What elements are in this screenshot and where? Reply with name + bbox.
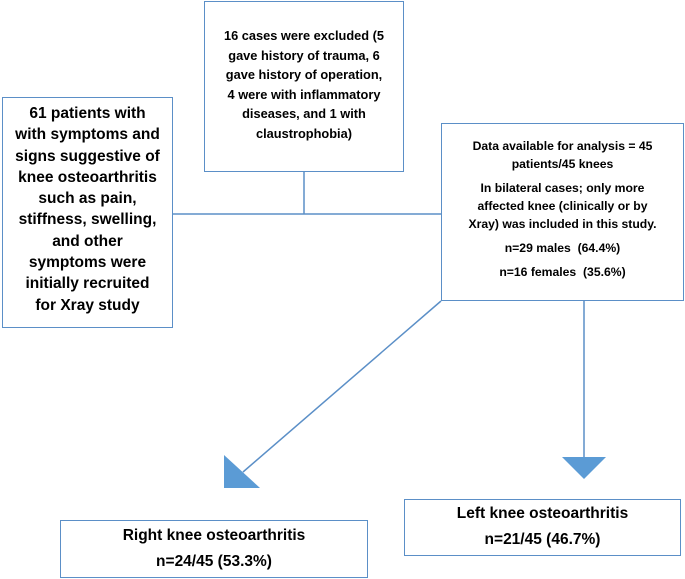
analysis-bilateral-line: In bilateral cases; only more <box>480 181 645 195</box>
recruited-line: 61 patients with <box>29 105 146 122</box>
excluded-line: gave history of trauma, 6 <box>228 47 380 63</box>
recruited-line: signs suggestive of <box>15 147 160 165</box>
left-knee-count: n=21/45 (46.7%) <box>484 531 601 548</box>
recruited-line: such as pain, <box>38 190 137 208</box>
excluded-cases-box: 16 cases were excluded (5 gave history o… <box>204 1 404 172</box>
right-knee-box: Right knee osteoarthritis n=24/45 (53.3%… <box>60 520 368 578</box>
excluded-line: 4 were with inflammatory <box>227 86 381 102</box>
excluded-line: gave history of operation, <box>225 67 383 82</box>
excluded-line: claustrophobia) <box>256 125 352 141</box>
excluded-line: 16 cases were excluded (5 <box>223 28 385 43</box>
recruited-line: initially recruited <box>25 275 150 293</box>
analysis-bilateral-line: Xray) was included in this study. <box>468 217 657 231</box>
right-knee-title: Right knee osteoarthritis <box>122 527 306 544</box>
recruited-line: knee osteoarthritis <box>18 168 157 186</box>
left-knee-box: Left knee osteoarthritis n=21/45 (46.7%) <box>404 499 681 556</box>
recruited-patients-box: 61 patients with with symptoms and signs… <box>2 97 173 328</box>
right-knee-count: n=24/45 (53.3%) <box>156 553 272 570</box>
recruited-line: for Xray study <box>35 296 140 314</box>
excluded-line: diseases, and 1 with <box>242 106 366 121</box>
analysis-available-line: Data available for analysis = 45 <box>472 139 653 153</box>
analysis-bilateral-line: affected knee (clinically or by <box>477 199 648 213</box>
analysis-box: Data available for analysis = 45 patient… <box>441 123 684 301</box>
arrowhead-left-knee <box>562 457 606 479</box>
analysis-available-line: patients/45 knees <box>511 157 614 171</box>
females-count: n=16 females (35.6%) <box>499 265 626 279</box>
recruited-line: and other <box>52 232 123 250</box>
males-count: n=29 males (64.4%) <box>504 241 621 255</box>
recruited-line: with symptoms and <box>15 126 160 144</box>
recruited-line: symptoms were <box>28 254 147 272</box>
arrowhead-right-knee <box>224 455 260 488</box>
left-knee-title: Left knee osteoarthritis <box>456 505 629 522</box>
recruited-line: stiffness, swelling, <box>18 211 157 229</box>
connector-to-right-knee <box>242 300 442 473</box>
